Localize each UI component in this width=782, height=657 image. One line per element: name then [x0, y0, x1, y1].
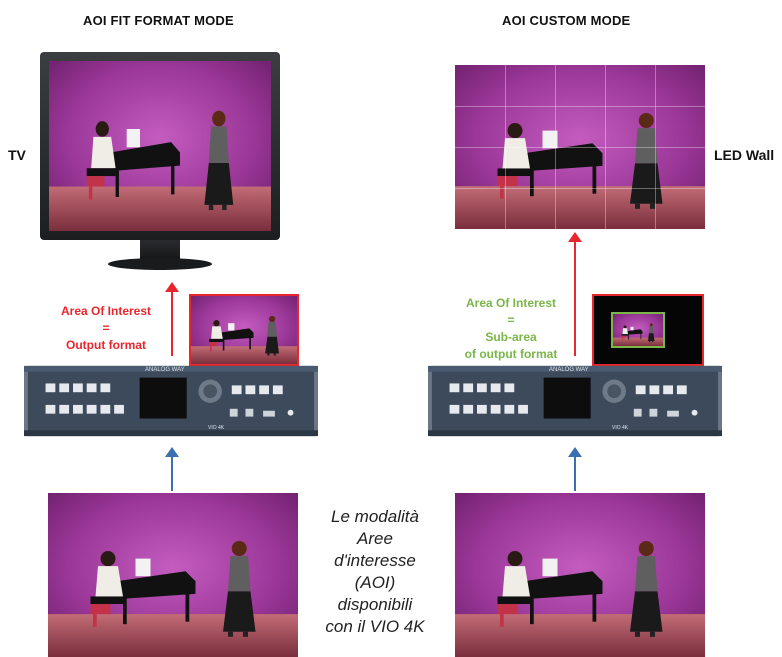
output-arrow-right — [574, 240, 576, 356]
caption-line-1: Le modalità — [331, 507, 419, 526]
arrowhead-right-blue — [568, 447, 582, 457]
device-model-right: VIO 4K — [612, 425, 629, 431]
arrowhead-left-up — [165, 282, 179, 292]
source-image-right — [455, 493, 705, 657]
aoi-fit-line-3: Output format — [66, 338, 146, 352]
aoi-custom-line-4: of output format — [464, 347, 558, 361]
arrowhead-right-up — [568, 232, 582, 242]
output-arrow-left — [171, 288, 173, 356]
device-brand-right: ANALOG WAY — [549, 367, 589, 373]
aoi-custom-thumbnail — [592, 294, 704, 366]
vio4k-device-right: ANALOG WAY VIO 4K — [428, 362, 722, 440]
caption-line-6: con il VIO 4K — [325, 617, 425, 636]
left-title: AOI FIT FORMAT MODE — [83, 13, 234, 28]
led-wall-image — [455, 65, 705, 229]
source-image-left — [48, 493, 298, 657]
device-brand-left: ANALOG WAY — [145, 367, 185, 373]
tv-screen-image — [49, 61, 271, 231]
aoi-fit-text: Area Of Interest = Output format — [52, 303, 160, 354]
aoi-custom-text: Area Of Interest = Sub-area of output fo… — [452, 295, 570, 363]
right-title: AOI CUSTOM MODE — [502, 13, 631, 28]
sub-area-frame — [611, 312, 665, 348]
aoi-fit-thumbnail — [189, 294, 299, 366]
led-wall-label: LED Wall — [714, 147, 775, 163]
caption-line-3: d'interesse — [334, 551, 416, 570]
tv-monitor — [40, 52, 280, 276]
caption-line-5: disponibili — [337, 595, 413, 614]
aoi-custom-line-3: Sub-area — [485, 330, 537, 344]
aoi-custom-line-2: = — [507, 313, 515, 327]
caption-line-2: Aree — [357, 529, 393, 548]
aoi-fit-line-1: Area Of Interest — [60, 304, 152, 318]
caption: Le modalità Aree d'interesse (AOI) dispo… — [305, 506, 445, 638]
input-arrow-right — [574, 455, 576, 491]
caption-line-4: (AOI) — [354, 573, 396, 592]
aoi-custom-line-1: Area Of Interest — [465, 296, 557, 310]
device-model-left: VIO 4K — [208, 425, 225, 431]
input-arrow-left — [171, 455, 173, 491]
vio4k-device-left: ANALOG WAY VIO 4K — [24, 362, 318, 440]
aoi-fit-line-2: = — [102, 321, 110, 335]
tv-label: TV — [8, 147, 26, 163]
arrowhead-left-blue — [165, 447, 179, 457]
